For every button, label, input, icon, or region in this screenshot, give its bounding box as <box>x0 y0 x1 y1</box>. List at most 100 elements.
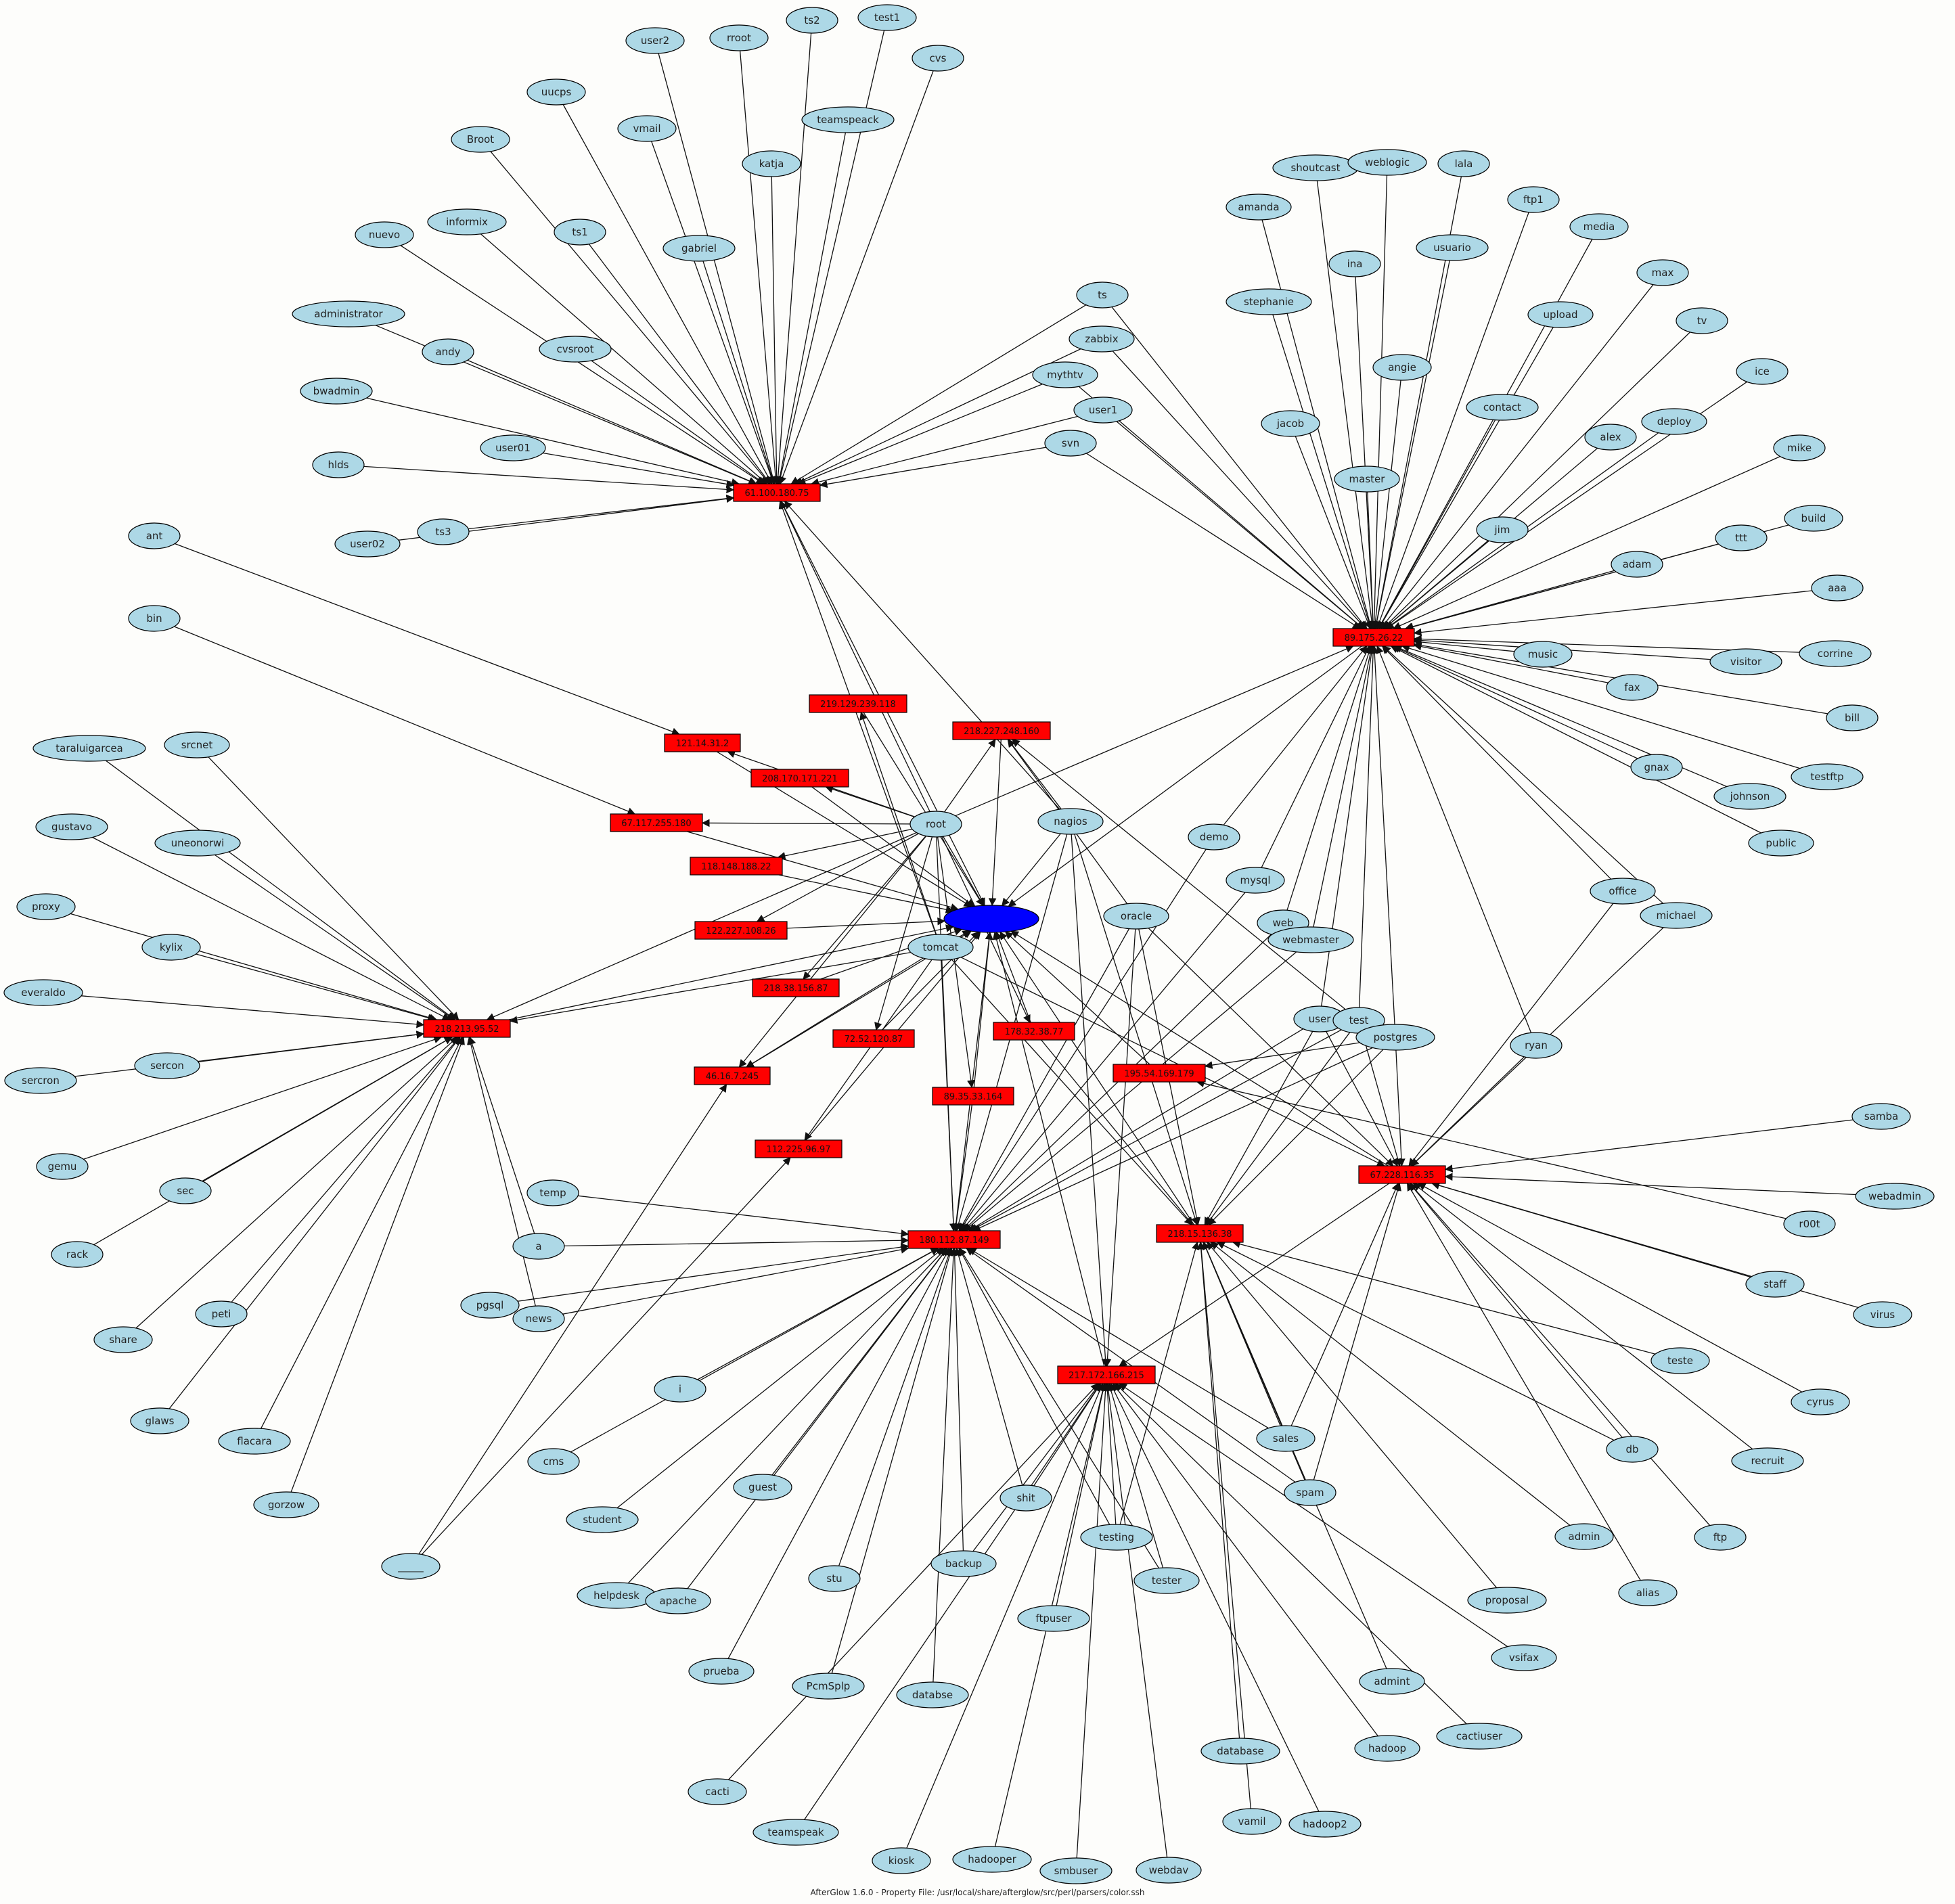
user-node-student[interactable]: student <box>566 1506 639 1533</box>
user-node-stephanie[interactable]: stephanie <box>1226 288 1312 315</box>
user-node-ts2[interactable]: ts2 <box>786 7 838 34</box>
user-node-cms[interactable]: cms <box>527 1448 580 1475</box>
source-ip-node[interactable]: 118.148.188.22 <box>690 857 783 876</box>
user-node-teste[interactable]: teste <box>1650 1347 1710 1374</box>
source-ip-node[interactable]: 218.227.248.160 <box>952 721 1051 740</box>
user-node-aaa[interactable]: aaa <box>1811 574 1864 602</box>
user-node-sercron[interactable]: sercron <box>4 1067 77 1094</box>
user-node-gorzow[interactable]: gorzow <box>253 1491 319 1518</box>
user-node-demo[interactable]: demo <box>1188 823 1240 851</box>
user-node-shoutcast[interactable]: shoutcast <box>1272 154 1359 181</box>
user-node-db[interactable]: db <box>1606 1436 1659 1463</box>
user-node-sercon[interactable]: sercon <box>134 1052 200 1079</box>
user-node-bwadmin[interactable]: bwadmin <box>300 378 373 405</box>
user-node-master[interactable]: master <box>1334 466 1400 493</box>
user-node-testing[interactable]: testing <box>1080 1524 1153 1551</box>
user-node-underscore[interactable]: _____ <box>381 1553 441 1580</box>
user-node-gemu[interactable]: gemu <box>36 1153 89 1180</box>
user-node-usuario[interactable]: usuario <box>1416 234 1489 261</box>
user-node-informix[interactable]: informix <box>427 208 507 235</box>
user-node-smbuser[interactable]: smbuser <box>1039 1857 1113 1884</box>
user-node-helpdesk[interactable]: helpdesk <box>577 1582 656 1609</box>
user-node-cvsroot[interactable]: cvsroot <box>539 336 612 363</box>
user-node-postgres[interactable]: postgres <box>1355 1024 1435 1051</box>
user-node-webadmin[interactable]: webadmin <box>1855 1183 1935 1210</box>
user-node-backup[interactable]: backup <box>930 1550 997 1577</box>
user-node-adam[interactable]: adam <box>1611 551 1663 578</box>
user-node-pgsql[interactable]: pgsql <box>460 1292 520 1319</box>
user-node-databse[interactable]: databse <box>896 1681 969 1708</box>
user-node-webmaster[interactable]: webmaster <box>1267 926 1354 953</box>
source-ip-node[interactable]: 61.100.180.75 <box>733 483 821 502</box>
user-node-samba[interactable]: samba <box>1851 1103 1911 1130</box>
user-node-zabbix[interactable]: zabbix <box>1069 325 1135 353</box>
user-node-r00t[interactable]: r00t <box>1783 1210 1836 1238</box>
user-node-ina[interactable]: ina <box>1328 250 1381 277</box>
user-node-tv[interactable]: tv <box>1676 307 1728 334</box>
user-node-max[interactable]: max <box>1636 259 1689 286</box>
user-node-office[interactable]: office <box>1590 878 1656 905</box>
source-ip-node[interactable]: 72.52.120.87 <box>832 1029 915 1048</box>
user-node-administrator[interactable]: administrator <box>292 300 405 327</box>
user-node-admint[interactable]: admint <box>1359 1668 1425 1695</box>
user-node-fax[interactable]: fax <box>1606 674 1659 701</box>
user-node-ttt[interactable]: ttt <box>1715 524 1768 551</box>
user-node-mythtv[interactable]: mythtv <box>1032 361 1098 388</box>
user-node-gustavo[interactable]: gustavo <box>35 813 108 840</box>
user-node-proxy[interactable]: proxy <box>16 893 76 920</box>
user-node-user2[interactable]: user2 <box>625 27 685 54</box>
user-node-ant[interactable]: ant <box>128 522 181 549</box>
user-node-ts3[interactable]: ts3 <box>417 518 470 545</box>
user-node-build[interactable]: build <box>1784 505 1843 532</box>
user-node-a[interactable]: a <box>512 1233 565 1260</box>
user-node-ts[interactable]: ts <box>1076 281 1129 309</box>
user-node-tomcat[interactable]: tomcat <box>907 934 974 961</box>
user-node-johnson[interactable]: johnson <box>1713 783 1787 810</box>
user-node-bill[interactable]: bill <box>1826 704 1879 731</box>
user-node-rroot[interactable]: rroot <box>709 24 769 51</box>
user-node-ftpuser[interactable]: ftpuser <box>1017 1605 1090 1632</box>
user-node-mysql[interactable]: mysql <box>1226 867 1285 894</box>
user-node-jim[interactable]: jim <box>1476 516 1529 543</box>
user-node-vmail[interactable]: vmail <box>617 115 677 142</box>
user-node-database[interactable]: database <box>1200 1738 1280 1765</box>
user-node-uneonorwi[interactable]: uneonorwi <box>154 830 241 857</box>
user-node-gnax[interactable]: gnax <box>1630 754 1683 781</box>
user-node-glaws[interactable]: glaws <box>130 1407 189 1434</box>
user-node-share[interactable]: share <box>93 1326 153 1353</box>
user-node-ice[interactable]: ice <box>1736 358 1789 385</box>
source-ip-node[interactable]: 219.129.239.118 <box>809 694 907 713</box>
center-target-node[interactable] <box>943 905 1039 933</box>
user-node-media[interactable]: media <box>1569 213 1629 240</box>
user-node-spam[interactable]: spam <box>1284 1479 1336 1506</box>
user-node-user1[interactable]: user1 <box>1073 396 1133 424</box>
user-node-cacti[interactable]: cacti <box>688 1778 747 1805</box>
source-ip-node[interactable]: 178.32.38.77 <box>993 1022 1075 1041</box>
user-node-alex[interactable]: alex <box>1584 424 1637 451</box>
user-node-weblogic[interactable]: weblogic <box>1347 149 1427 176</box>
user-node-virus[interactable]: virus <box>1853 1301 1912 1328</box>
user-node-testftp[interactable]: testftp <box>1791 763 1864 790</box>
user-node-hadooper[interactable]: hadooper <box>952 1846 1032 1873</box>
user-node-mike[interactable]: mike <box>1773 434 1826 461</box>
user-node-stu[interactable]: stu <box>808 1565 861 1592</box>
user-node-andy[interactable]: andy <box>422 338 474 365</box>
user-node-i[interactable]: i <box>654 1376 706 1403</box>
user-node-Broot[interactable]: Broot <box>451 126 510 153</box>
user-node-visitor[interactable]: visitor <box>1709 648 1782 675</box>
source-ip-node[interactable]: 89.35.33.164 <box>932 1087 1014 1106</box>
source-ip-node[interactable]: 218.38.156.87 <box>752 978 840 997</box>
user-node-ryan[interactable]: ryan <box>1510 1032 1563 1059</box>
user-node-corrine[interactable]: corrine <box>1799 640 1872 667</box>
user-node-kylix[interactable]: kylix <box>141 934 201 961</box>
user-node-oracle[interactable]: oracle <box>1103 903 1169 930</box>
user-node-user02[interactable]: user02 <box>334 530 401 558</box>
user-node-teamspeack[interactable]: teamspeack <box>801 106 895 133</box>
user-node-alias[interactable]: alias <box>1618 1579 1678 1606</box>
user-node-music[interactable]: music <box>1513 641 1573 668</box>
user-node-vamil[interactable]: vamil <box>1222 1808 1282 1835</box>
user-node-katja[interactable]: katja <box>742 150 801 177</box>
user-node-ts1[interactable]: ts1 <box>554 219 606 246</box>
source-ip-node[interactable]: 217.172.166.215 <box>1057 1365 1156 1384</box>
user-node-webdav[interactable]: webdav <box>1136 1857 1202 1884</box>
